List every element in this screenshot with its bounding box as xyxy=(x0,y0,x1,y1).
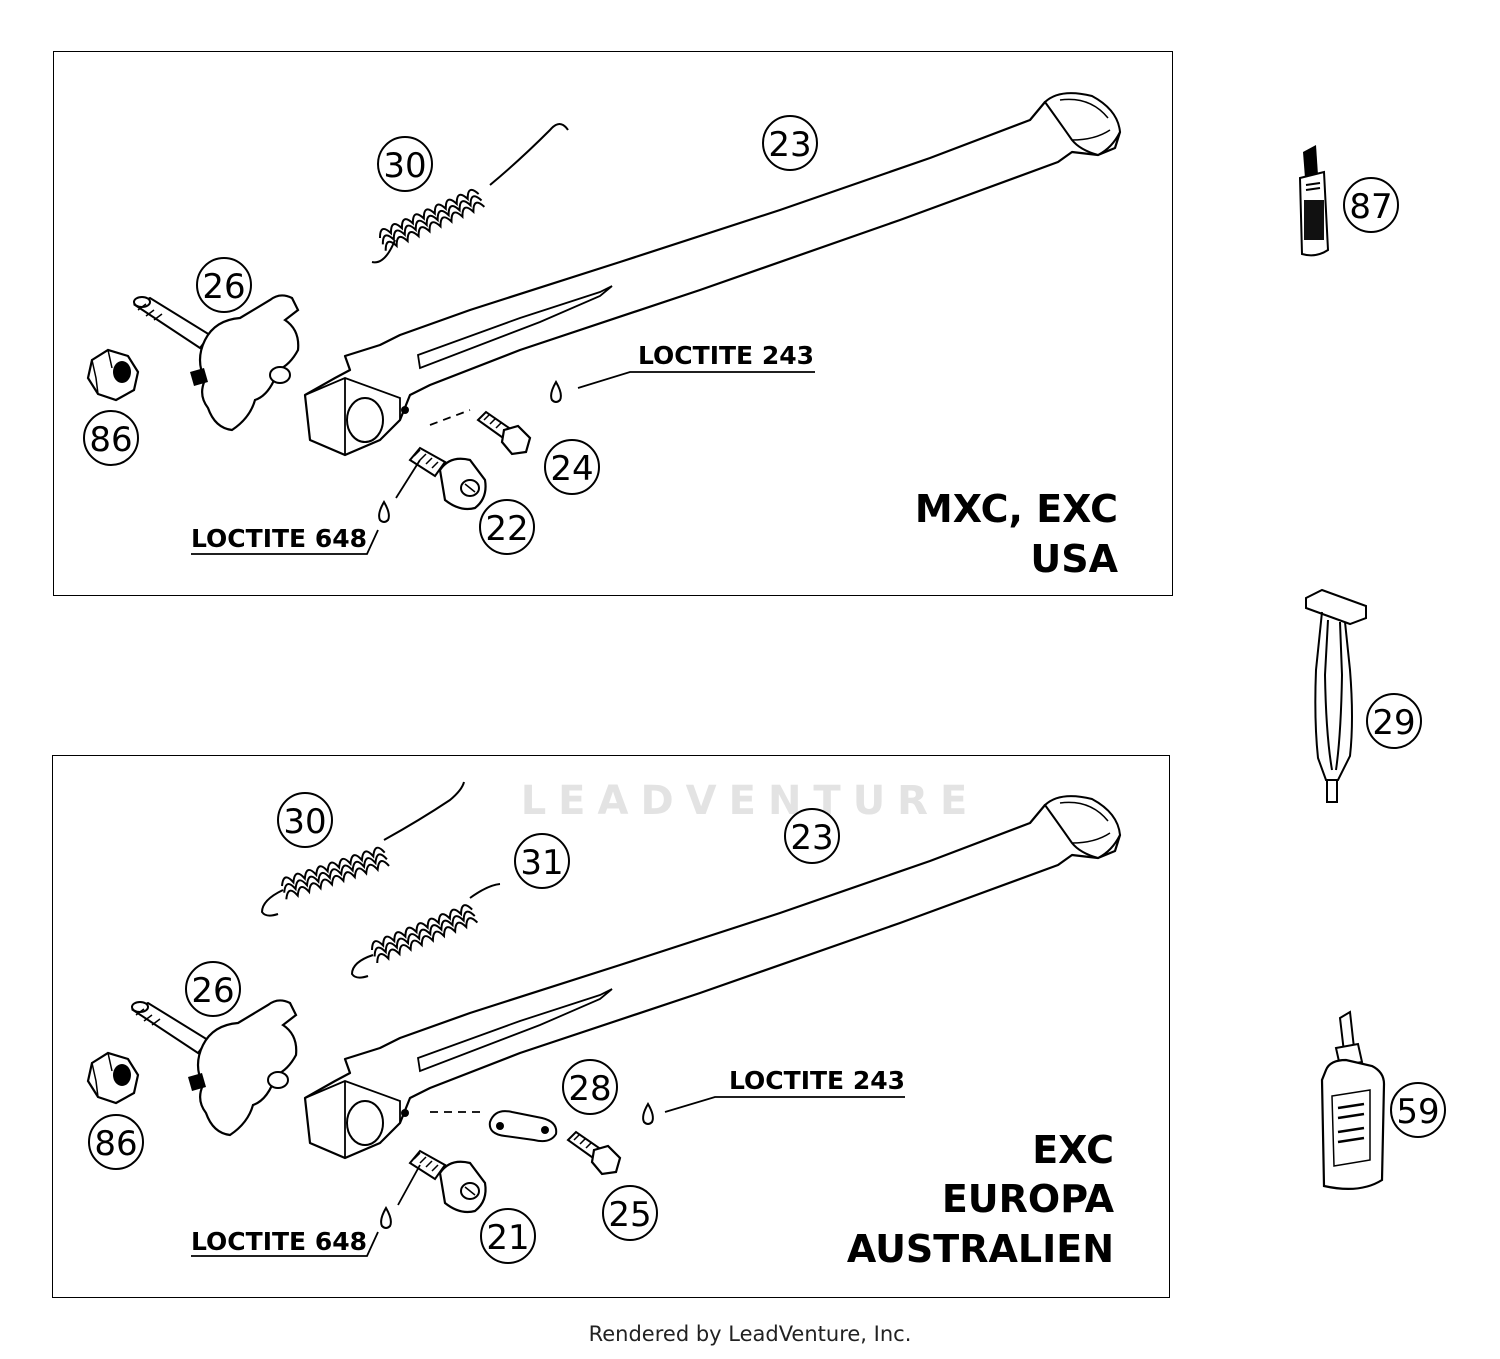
callout-31-bottom: 31 xyxy=(514,833,570,889)
svg-text:30: 30 xyxy=(283,802,326,842)
top-loctite-648-label: LOCTITE 648 xyxy=(191,524,367,553)
top-variant-panel xyxy=(53,51,1173,596)
svg-text:30: 30 xyxy=(383,146,426,186)
svg-text:26: 26 xyxy=(202,267,245,307)
svg-text:25: 25 xyxy=(608,1195,651,1235)
svg-text:26: 26 xyxy=(191,971,234,1011)
svg-text:22: 22 xyxy=(485,509,528,549)
top-hex-bolt-24 xyxy=(429,409,532,456)
bottom-region-label: EXC EUROPA AUSTRALIEN xyxy=(847,1128,1115,1271)
bottom-spring-31 xyxy=(350,883,501,979)
top-stop-bolt xyxy=(408,446,487,511)
special-tool-29 xyxy=(1305,588,1367,803)
svg-text:AUSTRALIEN: AUSTRALIEN xyxy=(847,1227,1114,1271)
bottom-variant-panel xyxy=(52,755,1170,1298)
loctite-bottle-59 xyxy=(1320,1010,1386,1191)
callout-30-bottom: 30 xyxy=(277,792,333,848)
svg-text:MXC, EXC: MXC, EXC xyxy=(915,487,1118,531)
bottom-hex-bolt-25 xyxy=(566,1130,622,1176)
svg-text:59: 59 xyxy=(1396,1092,1439,1132)
callout-21-bottom: 21 xyxy=(480,1208,536,1264)
top-pivot-bracket xyxy=(132,294,300,432)
bottom-kickstand-leg xyxy=(303,794,1122,1160)
svg-text:EXC: EXC xyxy=(1032,1128,1114,1172)
callout-22-top: 22 xyxy=(479,499,535,555)
bottom-spring-30 xyxy=(260,781,465,917)
top-loctite-243-drop xyxy=(550,371,815,403)
loctite-tube-87 xyxy=(1298,145,1330,257)
callout-86-bottom: 86 xyxy=(88,1114,144,1170)
svg-text:86: 86 xyxy=(94,1124,137,1164)
svg-text:86: 86 xyxy=(89,420,132,460)
bottom-loctite-243-drop xyxy=(642,1096,905,1125)
bottom-loctite-243-label: LOCTITE 243 xyxy=(729,1066,905,1095)
callout-86-top: 86 xyxy=(83,410,139,466)
svg-text:USA: USA xyxy=(1030,537,1118,581)
callout-29-side: 29 xyxy=(1366,693,1422,749)
svg-text:28: 28 xyxy=(568,1069,611,1109)
bottom-loctite-648-drop xyxy=(191,1164,421,1257)
top-spring-30 xyxy=(371,123,569,264)
footer-credit: Rendered by LeadVenture, Inc. xyxy=(588,1322,912,1346)
bottom-pivot-bracket xyxy=(130,999,298,1137)
callout-23-bottom: 23 xyxy=(784,808,840,864)
svg-text:87: 87 xyxy=(1349,187,1392,227)
callout-28-bottom: 28 xyxy=(562,1059,618,1115)
svg-text:LOCTITE 243: LOCTITE 243 xyxy=(729,1066,905,1095)
bottom-stop-bolt xyxy=(408,1149,487,1214)
svg-text:LOCTITE 648: LOCTITE 648 xyxy=(191,524,367,553)
svg-text:23: 23 xyxy=(790,818,833,858)
callout-24-top: 24 xyxy=(544,439,600,495)
top-loctite-648-drop xyxy=(191,459,421,555)
callout-59-side: 59 xyxy=(1390,1082,1446,1138)
svg-text:LOCTITE 648: LOCTITE 648 xyxy=(191,1227,367,1256)
svg-text:LOCTITE 243: LOCTITE 243 xyxy=(638,341,814,370)
top-loctite-243-label: LOCTITE 243 xyxy=(638,341,814,370)
callout-87-side: 87 xyxy=(1343,177,1399,233)
svg-text:31: 31 xyxy=(520,843,563,883)
bottom-loctite-648-label: LOCTITE 648 xyxy=(191,1227,367,1256)
svg-text:24: 24 xyxy=(550,449,593,489)
svg-text:EUROPA: EUROPA xyxy=(942,1177,1115,1221)
bottom-collar-nut xyxy=(86,1051,140,1105)
callout-23-top: 23 xyxy=(762,115,818,171)
bottom-locking-plate-28 xyxy=(430,1110,558,1143)
svg-text:23: 23 xyxy=(768,125,811,165)
top-region-label: MXC, EXC USA xyxy=(915,487,1119,581)
svg-text:21: 21 xyxy=(486,1218,529,1258)
callout-26-top: 26 xyxy=(196,257,252,313)
svg-text:29: 29 xyxy=(1372,703,1415,743)
callout-30-top: 30 xyxy=(377,136,433,192)
watermark-text: LEADVENTURE xyxy=(520,778,980,824)
top-collar-nut xyxy=(86,348,140,402)
callout-26-bottom: 26 xyxy=(185,961,241,1017)
callout-25-bottom: 25 xyxy=(602,1185,658,1241)
